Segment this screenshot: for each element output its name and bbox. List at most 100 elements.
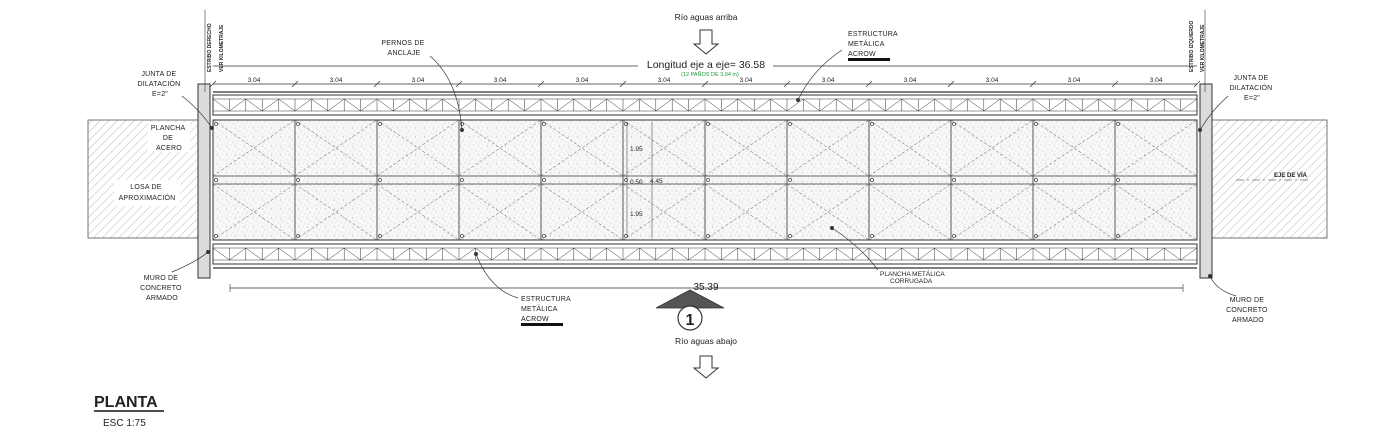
upstream-arrow-icon: [692, 29, 720, 55]
anchor-bolt-icon: [952, 122, 956, 126]
muro-right-label: MURO DE CONCRETO ARMADO: [1226, 297, 1270, 324]
truss-diagonal: [786, 98, 804, 112]
truss-diagonal: [934, 247, 952, 261]
deck-brace: [294, 119, 378, 177]
anchor-bolt-icon: [870, 234, 874, 238]
deck-brace: [704, 119, 788, 177]
truss-diagonal: [901, 98, 919, 112]
deck-brace: [950, 183, 1034, 241]
deck-panel-grid: [212, 119, 1198, 241]
truss-diagonal: [426, 247, 443, 261]
truss-diagonal: [1147, 247, 1165, 261]
truss-diagonal: [1082, 98, 1099, 112]
truss-diagonal: [704, 98, 722, 112]
deck-brace: [1114, 183, 1198, 241]
anchor-bolt-icon: [706, 178, 710, 182]
deck-brace: [704, 183, 788, 241]
truss-diagonal: [1032, 247, 1050, 261]
deck-brace: [1114, 119, 1198, 177]
truss-diagonal: [950, 247, 968, 261]
anchor-bolt-icon: [624, 178, 628, 182]
deck-brace: [704, 119, 788, 177]
truss-diagonal: [770, 98, 788, 112]
truss-diagonal: [918, 247, 935, 261]
section-marker-circle-icon: [677, 305, 703, 331]
truss-diagonal: [1065, 98, 1083, 112]
anchor-bolt-icon: [542, 234, 546, 238]
deck-brace: [458, 183, 542, 241]
truss-diagonal: [1049, 98, 1066, 112]
truss-diagonal: [885, 98, 902, 112]
deck-brace: [1114, 119, 1198, 177]
truss-diagonal: [1180, 98, 1198, 112]
truss-diagonal: [278, 98, 296, 112]
truss-diagonal: [1147, 98, 1165, 112]
truss-diagonal: [540, 247, 558, 261]
truss-diagonal: [852, 98, 870, 112]
panel-dimension-label: 3.04: [330, 77, 343, 84]
left-abutment-wall: [197, 83, 211, 279]
truss-diagonal: [426, 98, 443, 112]
truss-diagonal: [1049, 247, 1066, 261]
truss-diagonal: [344, 98, 361, 112]
lower-acrow-truss: [212, 243, 1198, 265]
deck-dim-total: 4.45: [650, 178, 663, 185]
deck-brace: [212, 119, 296, 177]
dimension-tick: [783, 80, 791, 88]
deck-brace: [622, 119, 706, 177]
anchor-bolt-icon: [214, 178, 218, 182]
bottom-dimension: 35.39: [693, 282, 718, 293]
anchor-bolt-icon: [952, 234, 956, 238]
truss-diagonal: [229, 247, 246, 261]
truss-diagonal: [1082, 247, 1099, 261]
deck-brace: [376, 183, 460, 241]
anchor-bolt-icon: [870, 122, 874, 126]
truss-diagonal: [967, 247, 984, 261]
deck-brace: [540, 119, 624, 177]
truss-diagonal: [803, 98, 820, 112]
truss-diagonal: [294, 98, 312, 112]
truss-diagonal: [262, 247, 279, 261]
anchor-bolt-icon: [214, 234, 218, 238]
truss-diagonal: [491, 247, 509, 261]
deck-brace: [458, 183, 542, 241]
downstream-label: Río aguas abajo: [675, 336, 737, 346]
truss-diagonal: [737, 247, 755, 261]
deck-brace: [786, 183, 870, 241]
right-abutment-label: ESTRIBO IZQUIERDO: [1189, 20, 1195, 72]
truss-diagonal: [885, 247, 902, 261]
truss-diagonal: [606, 247, 624, 261]
anchor-bolt-icon: [952, 178, 956, 182]
anchor-bolt-icon: [624, 122, 628, 126]
panel-dimension-label: 3.04: [1068, 77, 1081, 84]
truss-diagonal: [245, 98, 263, 112]
deck-brace: [458, 119, 542, 177]
truss-diagonal: [983, 247, 1001, 261]
dimension-tick: [209, 80, 217, 88]
deck-dim-lower: 1.95: [630, 211, 643, 218]
truss-diagonal: [688, 247, 706, 261]
deck-brace: [376, 183, 460, 241]
sheet-title: PLANTA: [94, 394, 158, 411]
deck-brace: [294, 183, 378, 241]
truss-diagonal: [475, 98, 492, 112]
truss-diagonal: [573, 98, 591, 112]
deck-brace: [212, 183, 296, 241]
truss-diagonal: [737, 98, 755, 112]
truss-diagonal: [1032, 98, 1050, 112]
section-marker-number: 1: [686, 312, 695, 329]
deck-brace: [950, 119, 1034, 177]
estructura-bottom-label: ESTRUCTURA METÁLICA ACROW: [521, 296, 573, 323]
truss-diagonal: [786, 247, 804, 261]
truss-diagonal: [1164, 98, 1181, 112]
panel-dimension-label: 3.04: [904, 77, 917, 84]
truss-diagonal: [212, 98, 230, 112]
dimension-tick: [455, 80, 463, 88]
truss-diagonal: [655, 247, 673, 261]
truss-diagonal: [868, 98, 886, 112]
anchor-bolt-icon: [624, 234, 628, 238]
deck-brace: [622, 183, 706, 241]
truss-diagonal: [508, 98, 525, 112]
